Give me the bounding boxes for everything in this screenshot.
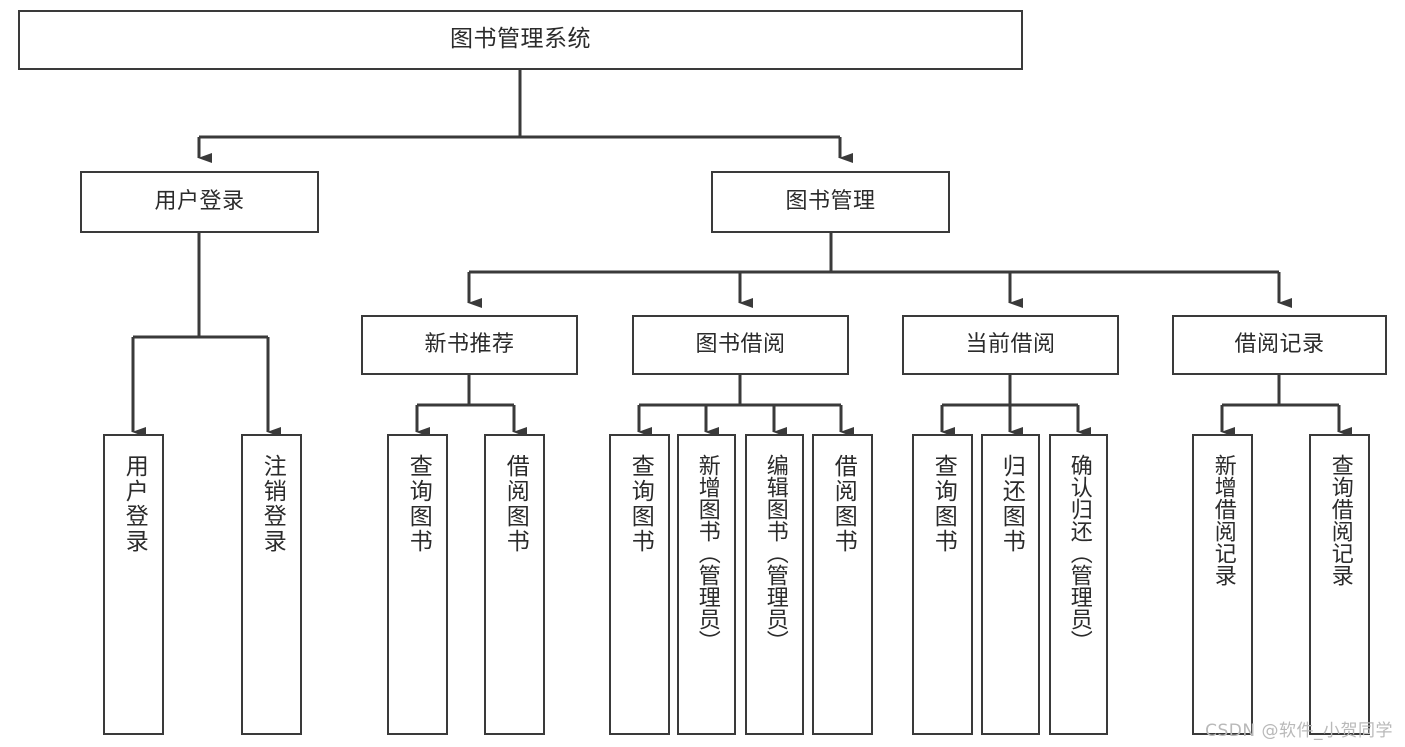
leaf-query-borrow-record[interactable]: 查询借阅记录 — [1309, 434, 1370, 735]
node-label: 新增借阅记录 — [1210, 454, 1236, 586]
node-label: 图书管理 — [785, 188, 876, 214]
leaf-borrow-books[interactable]: 借阅图书 — [812, 434, 873, 735]
node-label: 查询图书 — [627, 454, 654, 554]
node-new-book-recommendation[interactable]: 新书推荐 — [361, 315, 578, 375]
node-label: 用户登录 — [154, 188, 245, 214]
node-label: 借阅图书 — [830, 454, 857, 554]
node-label: 新增图书（管理员） — [694, 454, 720, 652]
leaf-borrow-books-new[interactable]: 借阅图书 — [484, 434, 545, 735]
leaf-confirm-return-admin[interactable]: 确认归还（管理员） — [1049, 434, 1108, 735]
leaf-return-books[interactable]: 归还图书 — [981, 434, 1040, 735]
node-label: 用户登录 — [121, 454, 148, 554]
node-label: 注销登录 — [259, 454, 286, 554]
node-book-borrowing[interactable]: 图书借阅 — [632, 315, 849, 375]
node-label: 新书推荐 — [424, 331, 515, 357]
node-label: 图书管理系统 — [450, 26, 591, 53]
leaf-query-books-new[interactable]: 查询图书 — [387, 434, 448, 735]
leaf-add-book-admin[interactable]: 新增图书（管理员） — [677, 434, 736, 735]
node-label: 借阅图书 — [502, 454, 529, 554]
node-label: 借阅记录 — [1234, 331, 1325, 357]
node-current-borrowing[interactable]: 当前借阅 — [902, 315, 1119, 375]
node-user-login[interactable]: 用户登录 — [80, 171, 319, 233]
node-label: 当前借阅 — [965, 331, 1056, 357]
leaf-add-borrow-record[interactable]: 新增借阅记录 — [1192, 434, 1253, 735]
node-label: 查询借阅记录 — [1327, 454, 1353, 586]
node-label: 确认归还（管理员） — [1066, 454, 1092, 652]
node-root-book-management-system[interactable]: 图书管理系统 — [18, 10, 1023, 70]
node-label: 编辑图书（管理员） — [762, 454, 788, 652]
leaf-logout[interactable]: 注销登录 — [241, 434, 302, 735]
leaf-query-books-borrow[interactable]: 查询图书 — [609, 434, 670, 735]
leaf-edit-book-admin[interactable]: 编辑图书（管理员） — [745, 434, 804, 735]
node-book-management[interactable]: 图书管理 — [711, 171, 950, 233]
node-label: 归还图书 — [998, 454, 1025, 554]
leaf-user-login[interactable]: 用户登录 — [103, 434, 164, 735]
node-label: 查询图书 — [405, 454, 432, 554]
node-label: 图书借阅 — [695, 331, 786, 357]
node-label: 查询图书 — [930, 454, 957, 554]
node-borrowing-records[interactable]: 借阅记录 — [1172, 315, 1387, 375]
leaf-query-books-current[interactable]: 查询图书 — [912, 434, 973, 735]
csdn-watermark: CSDN @软件_小贺同学 — [1205, 721, 1393, 741]
